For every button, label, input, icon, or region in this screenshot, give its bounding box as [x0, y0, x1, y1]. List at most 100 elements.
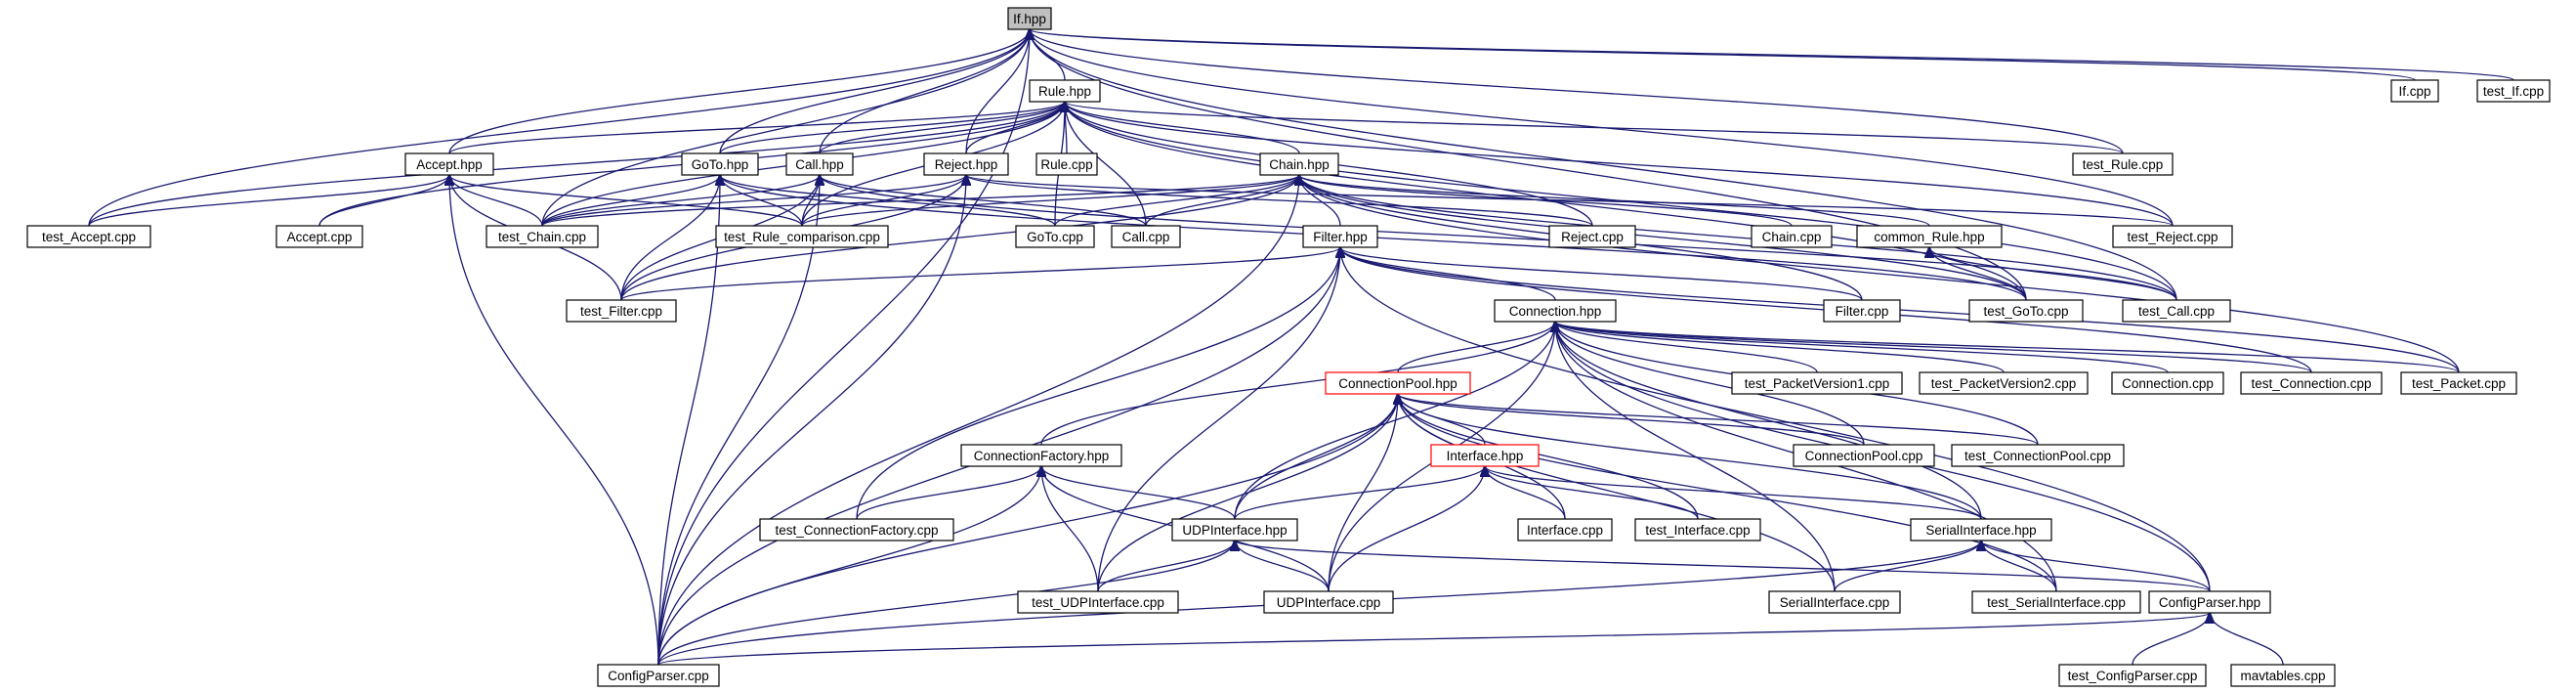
edge-accept_hpp-to-rule_hpp: [448, 102, 1065, 154]
node-label: Rule.hpp: [1038, 84, 1091, 99]
node-box: [1768, 590, 1901, 614]
node-if-cpp[interactable]: If.cpp: [2390, 79, 2439, 103]
edge-test_connection_cpp-to-connection_hpp: [1555, 322, 2312, 373]
node-accept-hpp[interactable]: Accept.hpp: [404, 152, 494, 176]
node-interface-hpp[interactable]: Interface.hpp: [1430, 444, 1540, 467]
node-test-connectionpool-cpp[interactable]: test_ConnectionPool.cpp: [1951, 444, 2125, 467]
edge-test_chain_cpp-to-goto_hpp: [541, 175, 720, 227]
node-label: test_Rule.cpp: [2083, 157, 2164, 172]
node-test-packet-cpp[interactable]: test_Packet.cpp: [2400, 371, 2517, 395]
edge-connectionpool_cpp-to-connection_hpp: [1555, 322, 1865, 446]
edge-reject_hpp-to-if_hpp: [965, 29, 1030, 154]
node-rule-hpp[interactable]: Rule.hpp: [1029, 79, 1101, 103]
node-test-call-cpp[interactable]: test_Call.cpp: [2122, 299, 2231, 323]
node-test-packetversion2-cpp[interactable]: test_PacketVersion2.cpp: [1919, 371, 2089, 395]
node-common-rule-hpp[interactable]: common_Rule.hpp: [1856, 225, 2003, 248]
node-box: [1971, 590, 2141, 614]
node-label: GoTo.cpp: [1027, 230, 1083, 244]
node-label: test_Chain.cpp: [498, 230, 586, 244]
edge-udpinterface_hpp-to-connectionfactory_hpp: [1041, 466, 1236, 520]
node-test-packetversion1-cpp[interactable]: test_PacketVersion1.cpp: [1731, 371, 1903, 395]
node-box: [1856, 225, 2003, 248]
node-label: Reject.hpp: [935, 157, 998, 172]
node-test-connection-cpp[interactable]: test_Connection.cpp: [2240, 371, 2383, 395]
node-accept-cpp[interactable]: Accept.cpp: [275, 225, 363, 248]
edge-test_filter_cpp-to-filter_hpp: [620, 247, 1340, 301]
node-interface-cpp[interactable]: Interface.cpp: [1517, 518, 1613, 541]
node-udpinterface-cpp[interactable]: UDPInterface.cpp: [1263, 590, 1394, 614]
node-label: mavtables.cpp: [2240, 669, 2325, 683]
node-test-rule-comparison-cpp[interactable]: test_Rule_comparison.cpp: [715, 225, 889, 248]
node-test-if-cpp[interactable]: test_If.cpp: [2476, 79, 2551, 103]
edge-test_interface_cpp-to-interface_hpp: [1485, 466, 1699, 520]
node-reject-hpp[interactable]: Reject.hpp: [923, 152, 1009, 176]
node-connectionpool-cpp[interactable]: ConnectionPool.cpp: [1793, 444, 1935, 467]
node-test-goto-cpp[interactable]: test_GoTo.cpp: [1968, 299, 2084, 323]
edge-test_udpinterface_cpp-to-connectionfactory_hpp: [1041, 466, 1099, 592]
node-connection-hpp[interactable]: Connection.hpp: [1494, 299, 1617, 323]
node-serialinterface-cpp[interactable]: SerialInterface.cpp: [1768, 590, 1901, 614]
node-test-connectionfactory-cpp[interactable]: test_ConnectionFactory.cpp: [759, 518, 954, 541]
node-box: [960, 444, 1122, 467]
edge-connectionfactory_hpp-to-connection_hpp: [1040, 322, 1555, 446]
node-serialinterface-hpp[interactable]: SerialInterface.hpp: [1910, 518, 2052, 541]
edge-test_call_cpp-to-if_hpp: [1030, 29, 2177, 301]
node-chain-hpp[interactable]: Chain.hpp: [1259, 152, 1339, 176]
node-goto-hpp[interactable]: GoTo.hpp: [681, 152, 759, 176]
edge-test_filter_cpp-to-chain_hpp: [620, 175, 1299, 301]
node-box: [1793, 444, 1935, 467]
node-configparser-hpp[interactable]: ConfigParser.hpp: [2148, 590, 2271, 614]
edge-configparser_hpp-to-filter_hpp: [1340, 247, 2211, 592]
edge-serialinterface_hpp-to-interface_hpp: [1485, 466, 1982, 520]
node-test-interface-cpp[interactable]: test_Interface.cpp: [1634, 518, 1761, 541]
edge-serialinterface_cpp-to-connectionpool_hpp: [1398, 394, 1836, 592]
node-connectionfactory-hpp[interactable]: ConnectionFactory.hpp: [960, 444, 1122, 467]
node-if-hpp[interactable]: If.hpp: [1007, 7, 1052, 30]
node-label: Connection.hpp: [1509, 304, 1602, 319]
node-rule-cpp[interactable]: Rule.cpp: [1035, 152, 1098, 176]
edge-configparser_hpp-to-serialinterface_hpp: [1981, 541, 2211, 592]
node-reject-cpp[interactable]: Reject.cpp: [1548, 225, 1636, 248]
node-chain-cpp[interactable]: Chain.cpp: [1751, 225, 1833, 248]
node-connectionpool-hpp[interactable]: ConnectionPool.hpp: [1325, 371, 1471, 395]
node-goto-cpp[interactable]: GoTo.cpp: [1015, 225, 1095, 248]
node-test-accept-cpp[interactable]: test_Accept.cpp: [26, 225, 151, 248]
node-box: [2390, 79, 2439, 103]
node-test-chain-cpp[interactable]: test_Chain.cpp: [486, 225, 599, 248]
node-udpinterface-hpp[interactable]: UDPInterface.hpp: [1171, 518, 1298, 541]
node-filter-cpp[interactable]: Filter.cpp: [1823, 299, 1901, 323]
node-label: UDPInterface.hpp: [1182, 523, 1287, 538]
edge-configparser_cpp-to-if_hpp: [657, 29, 1030, 666]
node-test-reject-cpp[interactable]: test_Reject.cpp: [2112, 225, 2233, 248]
edge-test_packetversion1_cpp-to-connection_hpp: [1555, 322, 1818, 373]
node-label: Filter.cpp: [1836, 304, 1889, 319]
node-filter-hpp[interactable]: Filter.hpp: [1302, 225, 1378, 248]
node-call-cpp[interactable]: Call.cpp: [1111, 225, 1181, 248]
node-box: [1015, 225, 1095, 248]
node-label: If.hpp: [1013, 12, 1046, 26]
node-test-configparser-cpp[interactable]: test_ConfigParser.cpp: [2058, 664, 2207, 687]
node-call-hpp[interactable]: Call.hpp: [785, 152, 854, 176]
node-box: [1111, 225, 1181, 248]
node-label: ConnectionPool.cpp: [1805, 449, 1923, 463]
node-label: test_UDPInterface.cpp: [1032, 595, 1164, 610]
node-connection-cpp[interactable]: Connection.cpp: [2111, 371, 2224, 395]
node-test-rule-cpp[interactable]: test_Rule.cpp: [2072, 152, 2174, 176]
edge-test_serialinterface_cpp-to-serialinterface_hpp: [1981, 541, 2057, 592]
node-test-serialinterface-cpp[interactable]: test_SerialInterface.cpp: [1971, 590, 2141, 614]
node-label: test_If.cpp: [2483, 84, 2544, 99]
node-box: [1029, 79, 1101, 103]
edge-test_packet_cpp-to-chain_hpp: [1299, 175, 2460, 373]
node-test-udpinterface-cpp[interactable]: test_UDPInterface.cpp: [1017, 590, 1179, 614]
node-label: Connection.cpp: [2122, 376, 2214, 391]
node-test-filter-cpp[interactable]: test_Filter.cpp: [566, 299, 677, 323]
node-box: [2148, 590, 2271, 614]
node-box: [1823, 299, 1901, 323]
node-box: [1017, 590, 1179, 614]
edge-layer: [88, 29, 2514, 666]
node-label: test_Packet.cpp: [2412, 376, 2506, 391]
node-mavtables-cpp[interactable]: mavtables.cpp: [2230, 664, 2336, 687]
node-configparser-cpp[interactable]: ConfigParser.cpp: [597, 664, 720, 687]
